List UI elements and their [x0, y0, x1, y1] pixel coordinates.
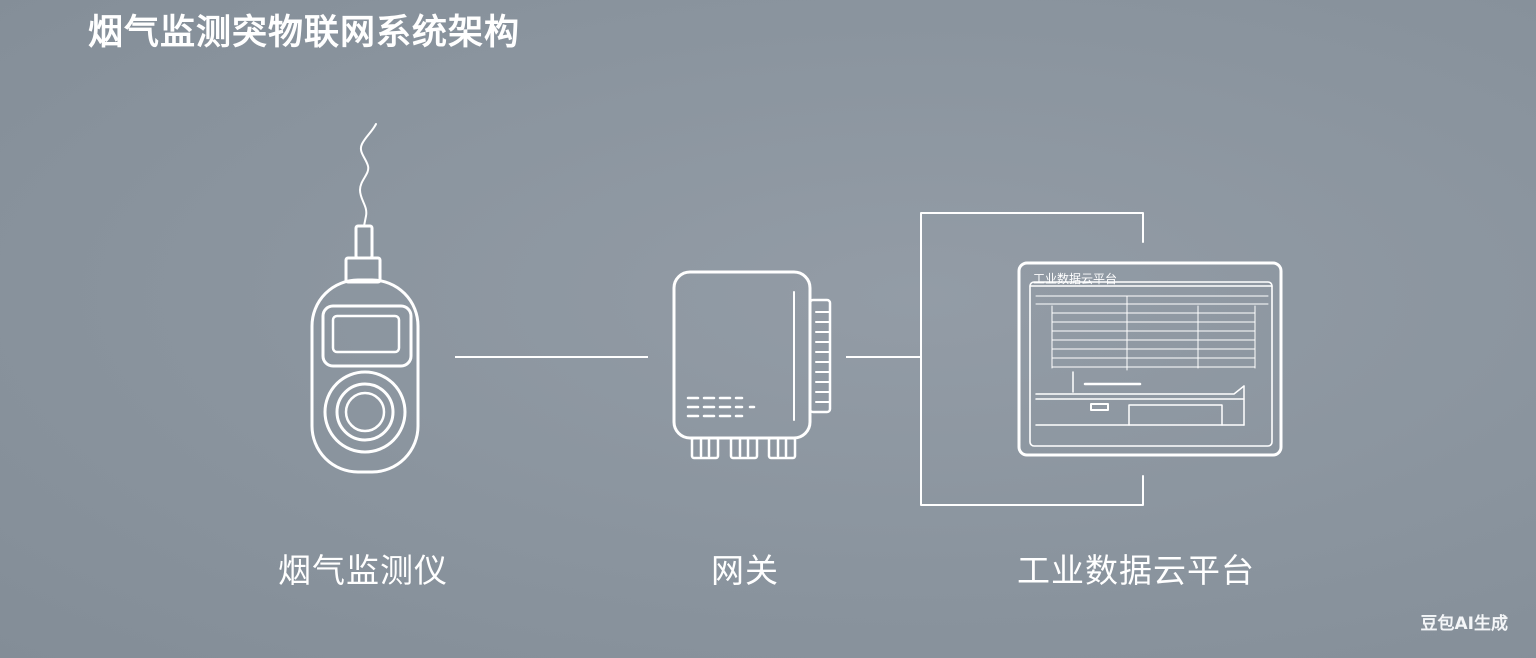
- device-neck: [344, 256, 382, 284]
- cloud-platform-icon: 工业数据云平台: [920, 212, 1283, 506]
- platform-bracket: [920, 212, 1144, 506]
- antenna-post: [354, 224, 374, 260]
- platform-table: [1035, 295, 1269, 371]
- gateway-icon: [672, 270, 832, 460]
- ai-watermark: 豆包AI生成: [1420, 614, 1508, 634]
- gateway-status-lights: [686, 396, 756, 418]
- device-body: [310, 278, 420, 474]
- platform-screen-title: 工业数据云平台: [1033, 271, 1117, 286]
- node-label-monitor: 烟气监测仪: [278, 551, 448, 590]
- device-dial-middle: [335, 382, 395, 442]
- device-dial-inner: [344, 391, 386, 433]
- device-screen-inner: [331, 314, 401, 354]
- device-dial-outer: [323, 370, 407, 454]
- device-screen: [321, 304, 413, 368]
- platform-screen: [1029, 281, 1273, 447]
- gateway-ports: [690, 436, 797, 460]
- page-title: 烟气监测突物联网系统架构: [88, 13, 521, 53]
- gateway-heatsink-fins: [815, 311, 831, 403]
- platform-monitor: [1017, 261, 1283, 457]
- node-label-gateway: 网关: [711, 551, 779, 590]
- antenna-wire: [359, 123, 377, 227]
- platform-lower-panel: [1035, 371, 1245, 426]
- gateway-body: [672, 270, 812, 440]
- platform-button: [1090, 403, 1109, 411]
- gateway-heatsink: [808, 298, 832, 414]
- smoke-monitor-icon: [310, 123, 420, 474]
- node-label-cloud: 工业数据云平台: [1017, 551, 1255, 590]
